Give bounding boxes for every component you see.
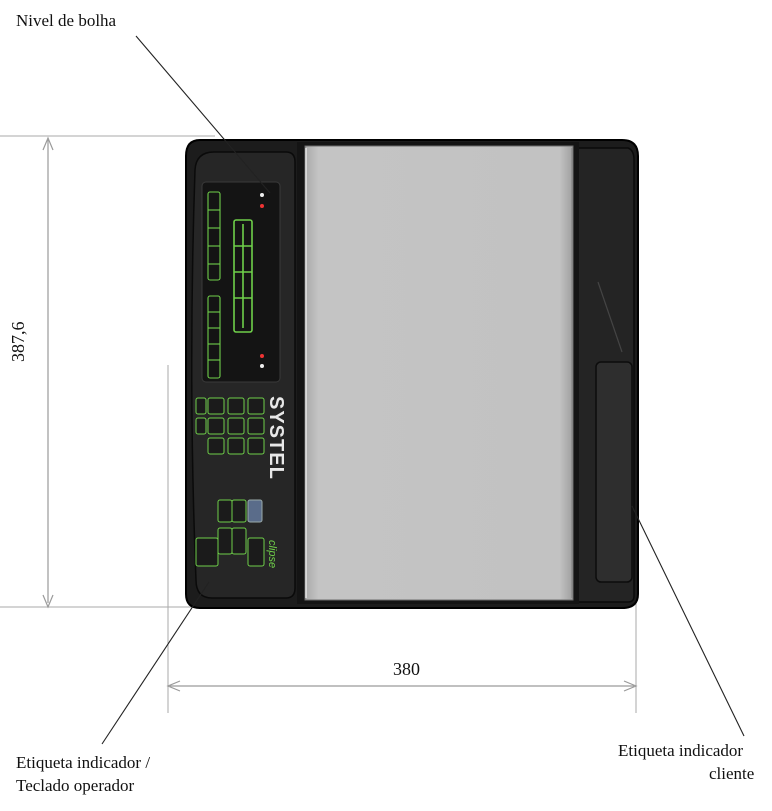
- key-tara[interactable]: [217, 499, 233, 523]
- width-arrow-left: [166, 680, 181, 692]
- height-arrow-bottom: [42, 594, 54, 609]
- digit-group-total: [207, 191, 221, 281]
- leader-client-label: [631, 505, 745, 737]
- callout-operator-label-line2: Teclado operador: [16, 776, 135, 795]
- key-5[interactable]: [227, 417, 245, 435]
- key-power[interactable]: [247, 537, 265, 567]
- leader-operator-label: [101, 581, 210, 745]
- callout-client-label-line2: cliente: [709, 764, 755, 783]
- led-red-top: [260, 204, 264, 208]
- key-7[interactable]: [247, 397, 265, 415]
- display-panel: [201, 181, 281, 383]
- customer-display-block: [595, 361, 633, 583]
- key-codigo[interactable]: [231, 527, 247, 555]
- led-white-top: [260, 193, 264, 197]
- led-red-bottom: [260, 354, 264, 358]
- brand-logo: SYSTEL: [265, 396, 287, 480]
- key-zero[interactable]: [231, 499, 247, 523]
- height-arrow-top: [42, 136, 54, 151]
- digit-group-price: [207, 295, 221, 379]
- dimension-width-label: 380: [393, 659, 420, 679]
- customer-bevel: [597, 281, 623, 353]
- height-dimension: [0, 135, 215, 609]
- key-blue[interactable]: [247, 499, 263, 523]
- key-imprime[interactable]: [217, 527, 233, 555]
- key-2[interactable]: [207, 417, 225, 435]
- key-0[interactable]: [195, 417, 207, 435]
- width-arrow-right: [623, 680, 638, 692]
- weighing-plate: [304, 145, 574, 601]
- key-9[interactable]: [247, 437, 265, 455]
- key-x[interactable]: [195, 397, 207, 415]
- led-white-bottom: [260, 364, 264, 368]
- digit-group-weight: [233, 219, 253, 333]
- display-frame: [201, 181, 281, 383]
- keypad: [195, 397, 265, 567]
- callout-level-bubble: Nivel de bolha: [16, 11, 117, 30]
- key-1[interactable]: [207, 397, 225, 415]
- callout-client-label-line1: Etiqueta indicador: [618, 741, 744, 760]
- model-logo: clipse: [266, 540, 278, 568]
- dimension-height-label: 387,6: [8, 321, 28, 363]
- key-8[interactable]: [247, 417, 265, 435]
- key-plus[interactable]: [195, 537, 219, 567]
- key-4[interactable]: [227, 397, 245, 415]
- key-3[interactable]: [207, 437, 225, 455]
- key-6[interactable]: [227, 437, 245, 455]
- callout-operator-label-line1: Etiqueta indicador /: [16, 753, 151, 772]
- leader-level-bubble: [135, 35, 271, 194]
